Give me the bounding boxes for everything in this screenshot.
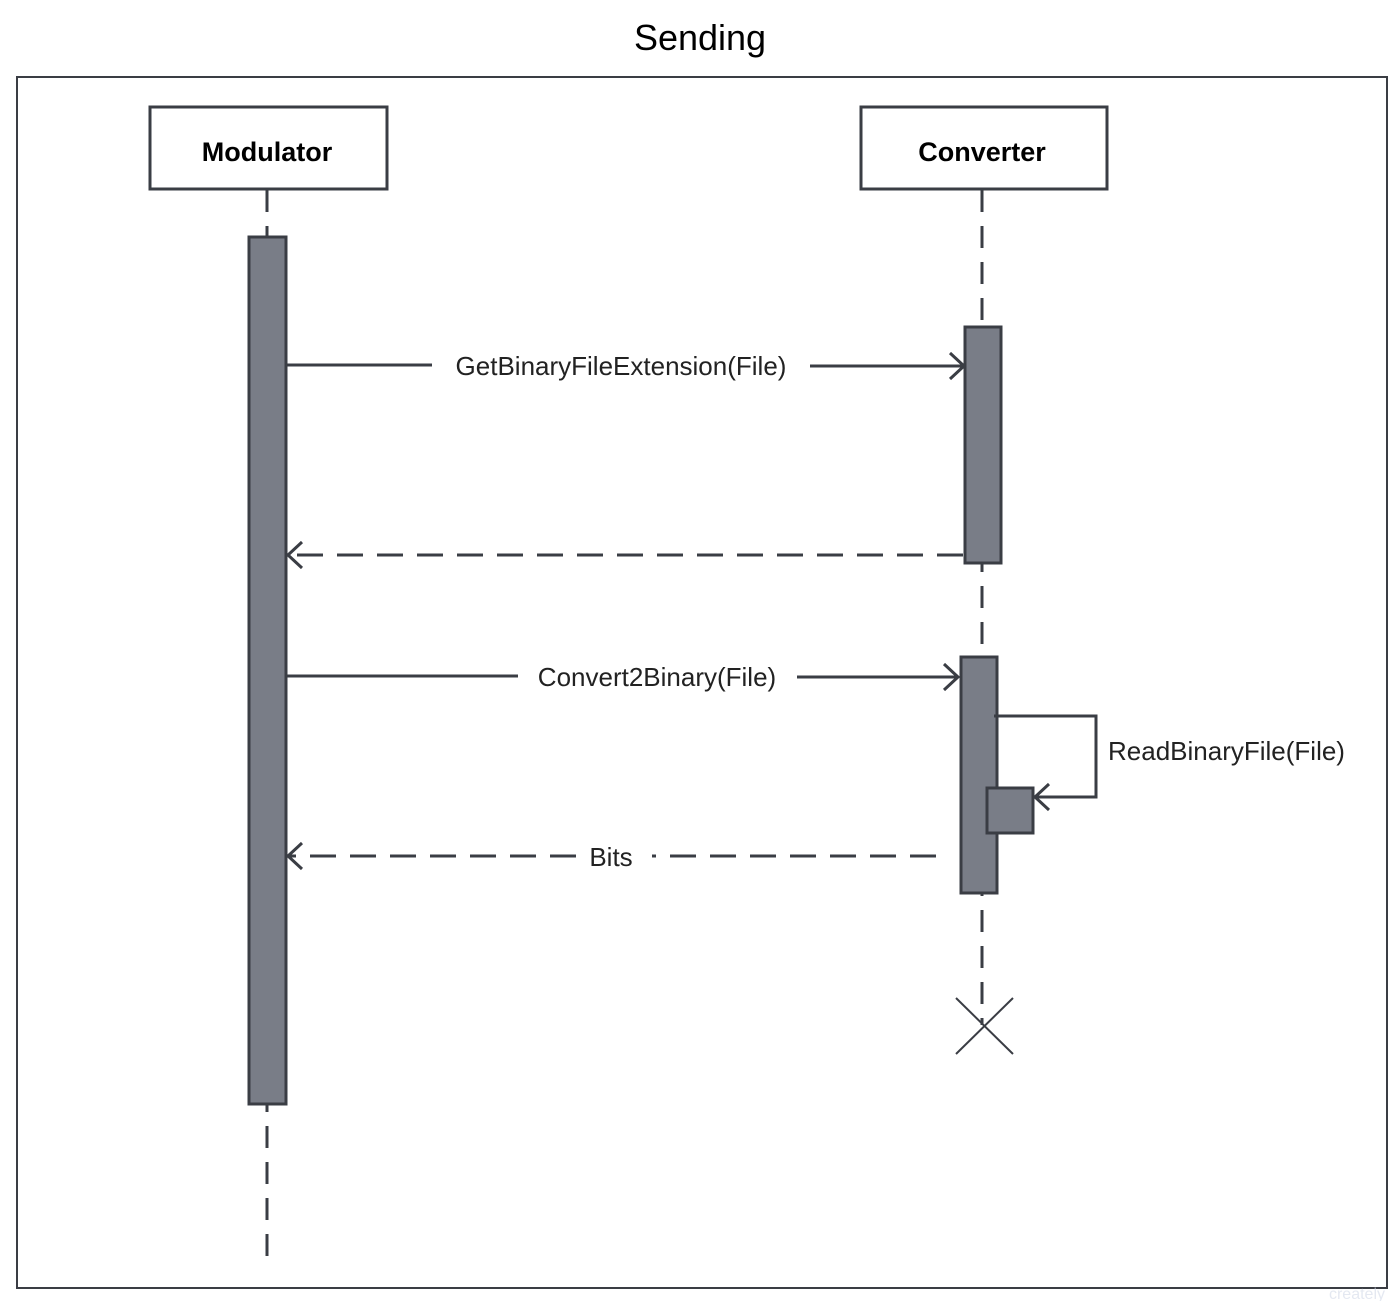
activation-bar-converter-nested[interactable] bbox=[985, 786, 1035, 835]
diagram-title: Sending bbox=[634, 17, 766, 58]
watermark-logo: creately bbox=[1329, 1286, 1385, 1301]
message-label: GetBinaryFileExtension(File) bbox=[456, 351, 787, 381]
lifeline-label-modulator: Modulator bbox=[202, 137, 333, 167]
message-get-binary-file-extension[interactable]: GetBinaryFileExtension(File) bbox=[287, 351, 967, 381]
lifeline-modulator[interactable]: Modulator bbox=[148, 105, 389, 1260]
arrowhead-open-icon bbox=[942, 662, 961, 692]
message-read-binary-file[interactable]: ReadBinaryFile(File) bbox=[994, 714, 1345, 812]
arrowhead-open-icon bbox=[1032, 782, 1051, 812]
lifeline-label-converter: Converter bbox=[918, 137, 1046, 167]
x-destroy-icon bbox=[955, 997, 1014, 1055]
activation-bar-converter-1[interactable] bbox=[963, 325, 1003, 565]
message-label: Convert2Binary(File) bbox=[538, 662, 776, 692]
message-return-1[interactable] bbox=[285, 540, 963, 570]
lifeline-head-converter[interactable] bbox=[859, 105, 1109, 191]
activation-bar-converter-2[interactable] bbox=[959, 655, 999, 895]
arrowhead-open-icon bbox=[948, 351, 967, 381]
message-label: Bits bbox=[589, 842, 632, 872]
arrowhead-open-icon bbox=[285, 841, 304, 871]
arrowhead-open-icon bbox=[285, 540, 304, 570]
self-call-line bbox=[994, 714, 1098, 799]
message-convert2binary[interactable]: Convert2Binary(File) bbox=[287, 662, 961, 692]
diagram-frame bbox=[16, 76, 1388, 1289]
message-label: ReadBinaryFile(File) bbox=[1108, 736, 1345, 766]
lifeline-head-modulator[interactable] bbox=[148, 105, 389, 191]
message-return-bits[interactable]: Bits bbox=[285, 841, 936, 872]
activation-bar-modulator[interactable] bbox=[247, 235, 288, 1106]
lifeline-converter[interactable]: Converter bbox=[859, 105, 1109, 1025]
